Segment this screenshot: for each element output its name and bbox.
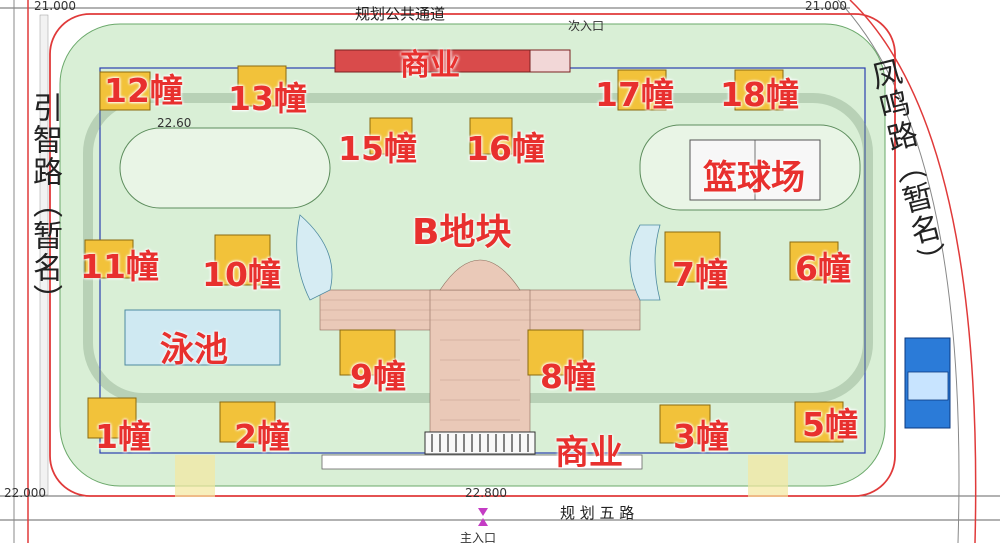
building-18-label: 18幢 — [720, 75, 799, 114]
building-3-label: 3幢 — [673, 417, 729, 456]
building-1-label: 1幢 — [95, 417, 151, 456]
commercial-top-label: 商业 — [400, 48, 460, 83]
building-2-label: 2幢 — [234, 417, 290, 456]
bottom-road-label: 规 划 五 路 — [560, 504, 635, 522]
building-8-label: 8幢 — [540, 357, 596, 396]
building-10-label: 10幢 — [202, 255, 281, 294]
building-6-label: 6幢 — [795, 249, 851, 288]
building-5-label: 5幢 — [802, 405, 858, 444]
building-16-label: 16幢 — [466, 129, 545, 168]
elevation-bottom-left: 22.000 — [4, 486, 46, 500]
building-15-label: 15幢 — [338, 129, 417, 168]
elevation-top-right: 21.000 — [805, 0, 847, 13]
top-road-label: 规划公共通道 — [355, 5, 446, 23]
building-13-label: 13幢 — [228, 79, 307, 118]
elevation-top-left: 21.000 — [34, 0, 76, 13]
building-17-label: 17幢 — [595, 75, 674, 114]
secondary-entrance-label: 次入口 — [568, 19, 605, 33]
pool-label: 泳池 — [160, 330, 228, 370]
building-7-label: 7幢 — [672, 255, 728, 294]
block-b-label: B地块 — [412, 212, 512, 253]
commercial-bottom-label: 商业 — [555, 433, 623, 473]
left-road-label: 引智路（暂名） — [27, 92, 62, 316]
building-12-label: 12幢 — [104, 71, 183, 110]
elevation-bottom-center: 22.800 — [465, 486, 507, 500]
main-entrance-label: 主入口 — [460, 531, 497, 545]
building-11-label: 11幢 — [80, 247, 159, 286]
basketball-court-label: 篮球场 — [703, 158, 805, 198]
elevation-inner-left: 22.60 — [157, 116, 192, 130]
building-9-label: 9幢 — [350, 357, 406, 396]
